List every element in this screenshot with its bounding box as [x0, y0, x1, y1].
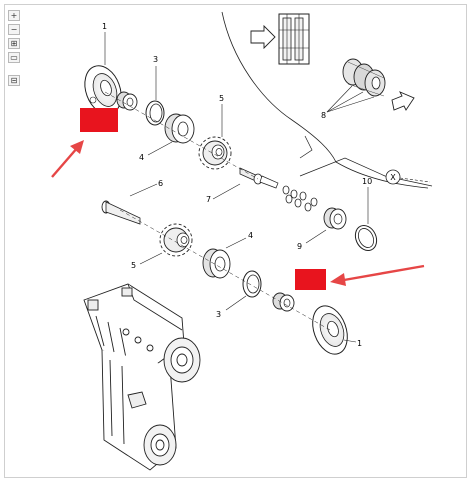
snap-ring [354, 224, 378, 252]
section-marker-label: X [390, 173, 396, 182]
bushing-top [116, 91, 138, 111]
callout-7: 7 [206, 195, 211, 204]
ring-bottom [242, 270, 262, 298]
callout-6: 6 [158, 179, 163, 188]
shaft [239, 167, 279, 189]
diagram-frame [4, 4, 467, 478]
pointer-arrow-bottom [330, 264, 425, 286]
bearing-bottom [202, 248, 231, 279]
highlight-box-top [80, 108, 118, 132]
callout-5-bottom: 5 [131, 261, 136, 270]
bearing-top [164, 113, 195, 144]
bolt [101, 200, 141, 225]
section-marker: X [385, 169, 431, 185]
viewer-toolbar: + − ⊞ ▭ ⊟ [8, 10, 22, 89]
sprocket-top [198, 136, 232, 170]
bushing-bottom [272, 292, 295, 312]
callout-1-top: 1 [102, 22, 107, 31]
callout-10: 10 [362, 177, 372, 186]
ring-top [145, 100, 165, 126]
sprocket-bottom [159, 223, 193, 257]
callout-3-top: 3 [153, 55, 158, 64]
highlight-box-bottom [295, 269, 326, 290]
pointer-arrow-top [51, 140, 84, 178]
rollers-leaders [326, 85, 375, 113]
page-view-button[interactable]: ▭ [8, 52, 20, 63]
inset-arrow-icon [250, 24, 276, 50]
section-leader-line [299, 157, 433, 187]
callout-3-bottom: 3 [216, 310, 221, 319]
callout-5-top: 5 [219, 94, 224, 103]
roller-cage-inset [278, 13, 310, 65]
layout-button[interactable]: ⊟ [8, 75, 20, 86]
zoom-in-button[interactable]: + [8, 10, 20, 21]
fit-view-button[interactable]: ⊞ [8, 38, 20, 49]
callout-4-bottom: 4 [248, 231, 253, 240]
callout-4-top: 4 [139, 153, 144, 162]
callout-8: 8 [321, 111, 326, 120]
washer-set [282, 185, 318, 212]
section-mark-line [299, 135, 313, 159]
zoom-out-button[interactable]: − [8, 24, 20, 35]
roller-stack [342, 58, 386, 97]
bearing-right [323, 207, 347, 230]
gearbox-assembly [83, 283, 201, 471]
callout-1-bottom: 1 [357, 339, 362, 348]
callout-9: 9 [297, 242, 302, 251]
direction-arrow-icon [391, 91, 415, 111]
assembly-axis-lines [104, 91, 331, 331]
